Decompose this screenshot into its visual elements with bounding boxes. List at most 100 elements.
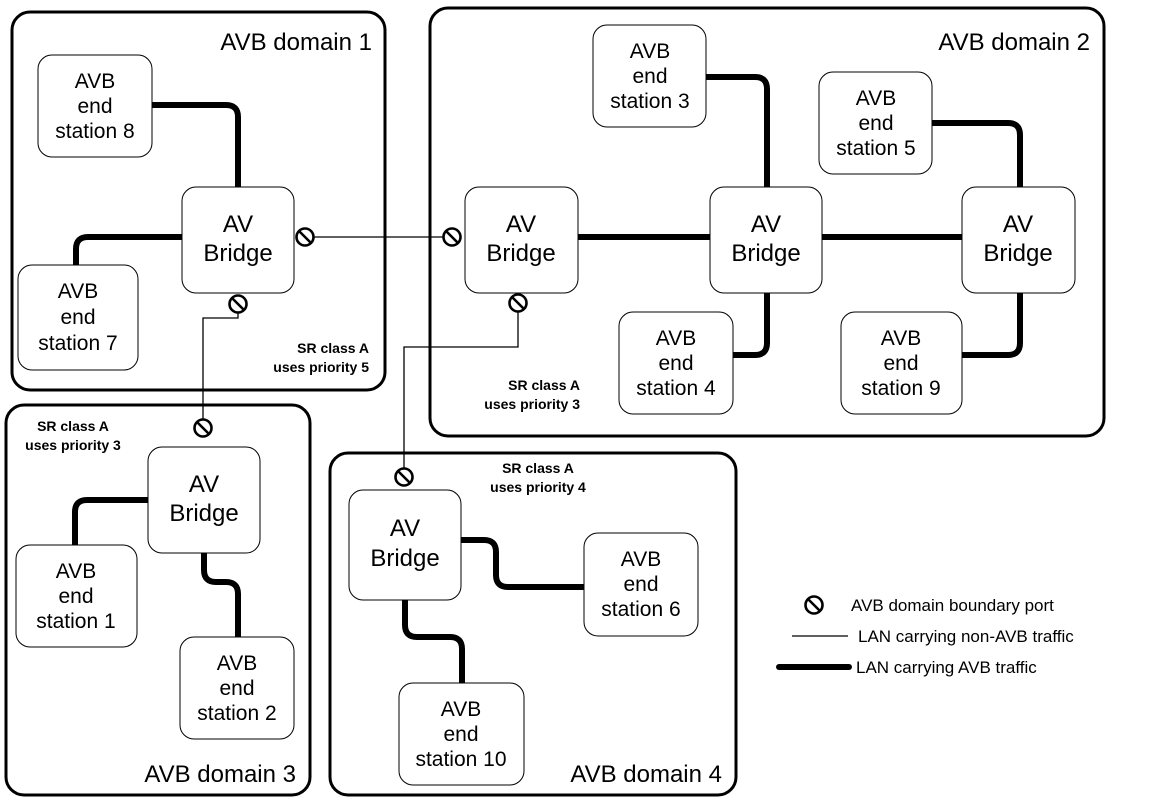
legend-boundary-port-icon <box>804 595 824 615</box>
svg-text:AVB: AVB <box>621 548 661 571</box>
svg-text:SR class A: SR class A <box>508 377 580 393</box>
svg-text:end: end <box>623 573 658 596</box>
end-station-4: AVB end station 4 <box>618 311 734 415</box>
svg-text:SR class A: SR class A <box>502 460 574 476</box>
boundary-port-icon <box>295 227 315 247</box>
legend: AVB domain boundary port LAN carrying no… <box>776 595 1074 677</box>
domain-4-boundary <box>328 451 738 797</box>
note-domain-1-priority: SR class A uses priority 5 <box>273 340 369 375</box>
svg-text:AVB: AVB <box>75 70 115 93</box>
av-bridge-domain-1: AV Bridge <box>181 186 295 294</box>
end-station-2: AVB end station 2 <box>179 636 295 740</box>
av-bridge-domain-4: AV Bridge <box>348 489 462 601</box>
av-bridge-domain-2-center: AV Bridge <box>709 186 823 294</box>
link-bridge4-s10 <box>402 600 465 683</box>
svg-text:AV: AV <box>1003 211 1033 238</box>
svg-text:station 5: station 5 <box>836 137 915 160</box>
domain-1-title: AVB domain 1 <box>220 29 372 56</box>
svg-text:station 2: station 2 <box>197 702 276 725</box>
domain-1-boundary <box>10 10 387 392</box>
svg-text:AVB: AVB <box>58 280 98 303</box>
svg-text:SR class A: SR class A <box>297 340 369 356</box>
svg-text:Bridge: Bridge <box>486 240 555 267</box>
legend-non-avb-label: LAN carrying non-AVB traffic <box>858 627 1074 646</box>
svg-text:uses priority 3: uses priority 3 <box>484 396 580 412</box>
avb-links <box>72 74 1023 683</box>
note-domain-4-priority: SR class A uses priority 4 <box>490 460 586 495</box>
end-station-6: AVB end station 6 <box>583 532 699 637</box>
end-station-7: AVB end station 7 <box>17 264 139 371</box>
note-domain-2-priority: SR class A uses priority 3 <box>484 377 580 412</box>
link-bridge1-s7 <box>73 234 182 265</box>
link-bridge2c-s9 <box>962 293 1023 358</box>
boundary-port-icon <box>442 227 462 247</box>
svg-text:end: end <box>58 585 93 608</box>
domain-3-boundary <box>4 403 312 797</box>
domain-2-boundary <box>428 6 1106 438</box>
link-bridge4-s6 <box>461 537 584 590</box>
svg-text:station 6: station 6 <box>601 598 680 621</box>
svg-text:end: end <box>883 352 918 375</box>
domain-2-title: AVB domain 2 <box>938 29 1090 56</box>
svg-text:end: end <box>77 95 112 118</box>
av-bridge-domain-2-right: AV Bridge <box>961 186 1076 294</box>
svg-text:Bridge: Bridge <box>731 240 800 267</box>
domain-3-title: AVB domain 3 <box>144 761 296 788</box>
link-s3-bridge2b <box>706 74 770 187</box>
legend-boundary-port-label: AVB domain boundary port <box>851 596 1054 615</box>
end-station-9: AVB end station 9 <box>840 311 963 415</box>
link-bridge1-bridge3 <box>202 305 239 427</box>
svg-text:station 9: station 9 <box>861 377 940 400</box>
svg-text:uses priority 5: uses priority 5 <box>273 359 369 375</box>
svg-text:station 7: station 7 <box>38 332 117 355</box>
link-s8-bridge1 <box>152 102 241 187</box>
svg-text:end: end <box>219 677 254 700</box>
svg-text:station 3: station 3 <box>610 90 689 113</box>
boundary-port-icon <box>193 418 213 438</box>
svg-text:Bridge: Bridge <box>203 240 272 267</box>
svg-text:Bridge: Bridge <box>370 545 439 572</box>
svg-text:end: end <box>658 352 693 375</box>
svg-text:AV: AV <box>751 211 781 238</box>
svg-text:AVB: AVB <box>630 40 670 63</box>
boundary-port-icon <box>228 294 248 314</box>
svg-text:AV: AV <box>189 471 219 498</box>
end-station-10: AVB end station 10 <box>398 682 525 786</box>
link-s5-bridge2c <box>932 120 1023 187</box>
svg-text:SR class A: SR class A <box>37 418 109 434</box>
svg-text:station 1: station 1 <box>36 610 115 633</box>
legend-avb-label: LAN carrying AVB traffic <box>856 658 1037 677</box>
svg-text:uses priority 4: uses priority 4 <box>490 479 586 495</box>
boundary-port-icon <box>508 293 528 313</box>
end-station-5: AVB end station 5 <box>818 71 933 175</box>
boundary-port-icon <box>394 467 414 487</box>
svg-text:end: end <box>858 112 893 135</box>
end-station-1: AVB end station 1 <box>15 544 138 648</box>
end-station-8: AVB end station 8 <box>37 54 153 158</box>
link-bridge2b-s4 <box>733 293 770 358</box>
end-station-3: AVB end station 3 <box>592 24 707 128</box>
svg-text:AVB: AVB <box>656 327 696 350</box>
svg-text:Bridge: Bridge <box>983 240 1052 267</box>
domain-4-title: AVB domain 4 <box>570 761 722 788</box>
svg-text:AV: AV <box>223 211 253 238</box>
link-bridge3-s2 <box>201 553 241 637</box>
svg-text:uses priority 3: uses priority 3 <box>25 437 121 453</box>
av-bridge-domain-2-left: AV Bridge <box>464 186 579 294</box>
svg-text:AVB: AVB <box>881 327 921 350</box>
svg-text:station 4: station 4 <box>636 377 716 400</box>
svg-text:AV: AV <box>390 515 420 542</box>
note-domain-3-priority: SR class A uses priority 3 <box>25 418 121 453</box>
svg-text:AVB: AVB <box>217 652 257 675</box>
av-bridge-domain-3: AV Bridge <box>147 446 261 554</box>
svg-text:AVB: AVB <box>441 698 481 721</box>
svg-text:end: end <box>443 723 478 746</box>
svg-text:station 10: station 10 <box>415 748 506 771</box>
svg-text:AV: AV <box>506 211 536 238</box>
svg-text:end: end <box>60 306 95 329</box>
svg-text:end: end <box>632 65 667 88</box>
svg-text:Bridge: Bridge <box>169 500 238 527</box>
svg-text:AVB: AVB <box>56 560 96 583</box>
link-bridge2a-bridge4 <box>403 303 519 476</box>
